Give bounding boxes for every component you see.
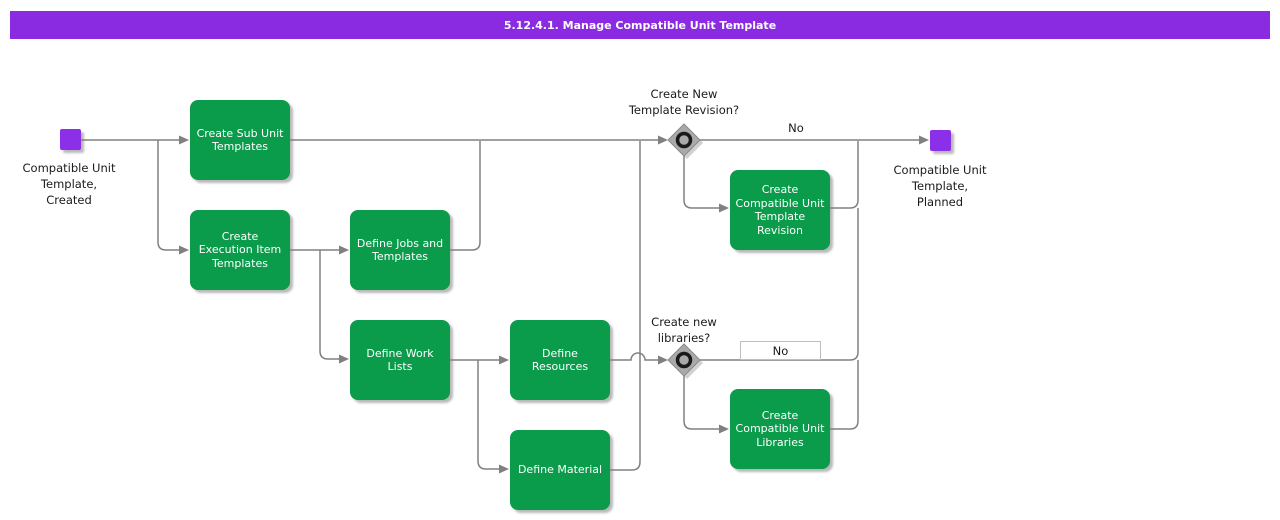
edge-jobs-join-main [450, 141, 481, 251]
arrowhead [339, 245, 349, 255]
task-label-line: Define Jobs and [356, 236, 444, 250]
arrowhead [179, 135, 189, 145]
task-label-line: Define [542, 346, 578, 360]
task-label-line: Libraries [756, 435, 804, 449]
task-label-line: Lists [387, 360, 413, 373]
task-label-line: Templates [212, 140, 268, 153]
task-define-material: Define Material [510, 430, 610, 510]
edge-gateway1-to-template-revision [683, 156, 720, 209]
diagram-title-bar: 5.12.4.1. Manage Compatible Unit Templat… [10, 11, 1270, 39]
task-define-resources: Define Resources [510, 320, 610, 400]
task-label-line: Templates [212, 256, 268, 270]
edge-resources-to-gateway2-with-hop [610, 352, 659, 361]
no-edge-label-text: No [772, 343, 789, 358]
decision-label-create-new-template-revision: Create New Template Revision? [604, 86, 764, 118]
label-line: Compatible Unit [893, 163, 987, 177]
end-event-node [930, 130, 951, 151]
label-line: libraries? [657, 331, 711, 345]
task-create-execution-item-templates: Create Execution Item Templates [190, 210, 290, 290]
arrowhead [719, 424, 729, 434]
gateway-create-new-libraries [667, 343, 703, 379]
task-label-line: Revision [757, 223, 803, 237]
flow-edges [81, 139, 920, 471]
no-edge-label-bottom: No [740, 341, 821, 360]
task-define-jobs-and-templates: Define Jobs and Templates [350, 210, 450, 290]
task-create-sub-unit-templates: Create Sub Unit Templates [190, 100, 290, 180]
label-line: Template, [40, 177, 98, 191]
arrowhead [658, 135, 668, 145]
task-label-line: Create [221, 229, 259, 243]
edge-work-lists-split-to-material [477, 360, 500, 470]
arrowheads [179, 135, 929, 474]
gateway-circle-icon [675, 351, 693, 369]
task-create-compatible-unit-template-revision: Create Compatible Unit Template Revision [730, 170, 830, 250]
edge-gateway2-to-libraries [683, 376, 720, 430]
task-label-line: Compatible Unit [735, 422, 825, 436]
start-event-label: Compatible Unit Template, Created [13, 160, 125, 208]
task-label-line: Create [761, 183, 799, 196]
task-label-line: Templates [372, 250, 428, 263]
label-line: Created [46, 193, 92, 207]
edge-template-revision-to-trunk [830, 141, 859, 209]
task-label-line: Compatible Unit [735, 196, 825, 210]
task-create-compatible-unit-libraries: Create Compatible Unit Libraries [730, 389, 830, 469]
arrowhead [499, 355, 509, 365]
task-label-line: Template [754, 210, 806, 223]
task-label-line: Resources [531, 360, 589, 373]
task-label-line: Define Work [366, 346, 434, 360]
arrowhead [339, 354, 349, 364]
arrowhead [179, 245, 189, 255]
edge-execution-split-to-work-lists [319, 250, 340, 360]
arrowhead [719, 203, 729, 213]
edge-gateway2-no-to-trunk [700, 208, 859, 361]
task-label-line: Execution Item [198, 243, 282, 257]
gateway-create-new-template-revision [667, 123, 703, 159]
arrowhead [658, 355, 668, 365]
gateway-diamond-icon [667, 343, 701, 377]
gateway-diamond-icon [667, 123, 701, 157]
task-label-line: Create Sub Unit [196, 126, 284, 140]
label-line: Template, [911, 179, 969, 193]
page-title: 5.12.4.1. Manage Compatible Unit Templat… [503, 18, 777, 32]
arrowhead [499, 464, 509, 474]
task-define-work-lists: Define Work Lists [350, 320, 450, 400]
edge-libraries-to-trunk [830, 360, 859, 430]
task-label-line: Define Material [517, 463, 603, 477]
edge-material-join-main [610, 141, 641, 471]
start-event-node [60, 129, 81, 150]
label-line: Create new [651, 315, 717, 329]
label-line: Planned [916, 195, 964, 209]
end-event-label: Compatible Unit Template, Planned [884, 162, 996, 210]
decision-label-create-new-libraries: Create new libraries? [624, 314, 744, 346]
arrowhead [919, 135, 929, 145]
label-line: Template Revision? [628, 103, 740, 117]
gateway-circle-icon [675, 131, 693, 149]
no-edge-label-top: No [788, 121, 804, 135]
task-label-line: Create [761, 408, 799, 422]
label-line: Compatible Unit [22, 161, 116, 175]
label-line: Create New [650, 87, 718, 101]
edge-start-split-to-execution-item [157, 140, 180, 251]
